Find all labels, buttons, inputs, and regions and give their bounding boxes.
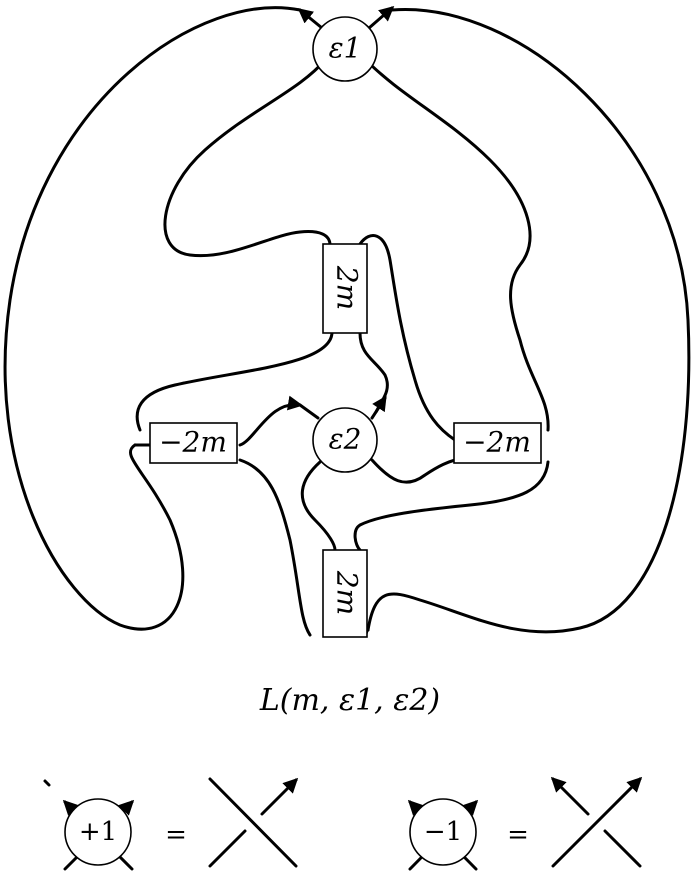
legend-plus: +1 [43,779,135,871]
strand-top-left-inner [163,58,332,258]
node-top: ε1 [312,16,378,82]
box-left-label: −2m [159,426,227,459]
node-center-label: ε2 [329,423,362,456]
legend-equals-2: = [507,820,529,850]
legend-plus-label: +1 [79,817,117,847]
strand-center-up-left [238,395,303,447]
legend-minus-label: −1 [424,817,462,847]
box-left: −2m [149,422,238,464]
strand-box-top-lower-left [135,331,334,432]
arrow-top-right [367,6,395,30]
legend-crossing-negative [550,776,643,868]
box-bottom-label: 2m [331,570,364,615]
strand-outer-right [366,8,691,634]
box-top: 2m [322,243,368,334]
strand-box-top-right [358,234,457,442]
box-bottom: 2m [322,549,368,638]
diagram-caption: L(m, ε1, ε2) [259,683,440,718]
strand-right-box-lower [353,460,550,552]
box-right-label: −2m [463,426,531,459]
legend-crossing-positive [208,777,299,868]
strand-center-left-down [300,460,337,552]
strand-left-box-lower [238,458,312,637]
box-top-label: 2m [331,265,364,310]
node-top-label: ε1 [329,32,362,65]
strand-top-right-inner [364,58,550,432]
node-center: ε2 [312,407,378,473]
legend-minus: −1 [407,798,479,871]
arrow-top-left [297,8,324,30]
box-right: −2m [453,422,542,464]
legend-equals-1: = [165,820,187,850]
arrow-center-up-right [370,395,387,420]
strand-center-to-upleft [298,403,320,420]
strand-center-right [370,458,457,484]
strand-outer-left [3,6,302,631]
link-strands [3,6,691,638]
